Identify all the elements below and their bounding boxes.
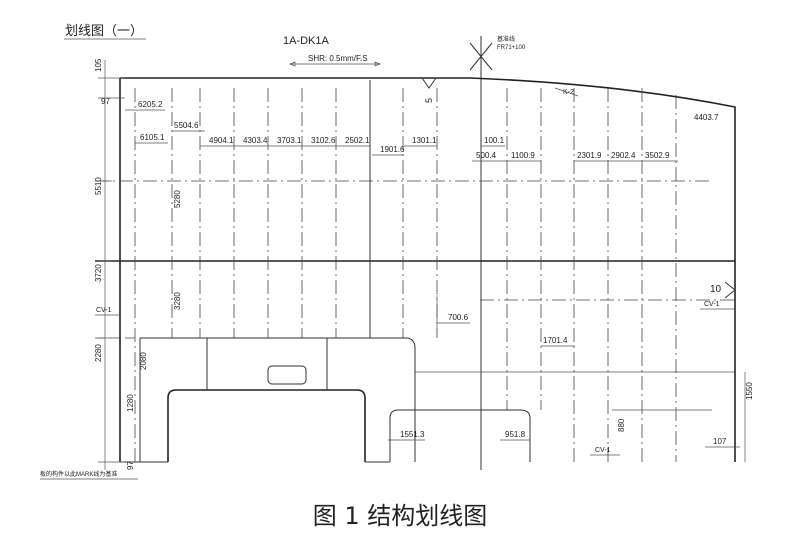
dim-700-6: 700.6 xyxy=(448,313,469,322)
inner-frame-outline xyxy=(139,337,416,462)
dim-2280: 2280 xyxy=(94,344,103,362)
dim-4403-7: 4403.7 xyxy=(694,113,719,122)
tag-cv1-bottom: CV-1 xyxy=(595,447,611,454)
dim-1550: 1550 xyxy=(745,382,754,400)
dim-6105-1: 6105.1 xyxy=(140,133,165,142)
dim-100-1: 100.1 xyxy=(484,136,505,145)
small-opening xyxy=(267,365,307,385)
dim-3720: 3720 xyxy=(94,264,103,282)
dim-5510: 5510 xyxy=(94,177,103,195)
sheet-title: 划线图（一） xyxy=(65,23,143,38)
dim-4303-4: 4303.4 xyxy=(243,136,268,145)
dim-1301-1: 1301.1 xyxy=(412,136,437,145)
tag-cv1-left: CV-1 xyxy=(96,307,112,314)
base-line-note-1: 基准线 xyxy=(497,35,515,43)
dim-3502-9: 3502.9 xyxy=(645,151,670,160)
shrinkage-arrowheads xyxy=(289,61,381,67)
bottom-note: 板的构件以此MARK线为基准 xyxy=(40,470,117,478)
dim-4904-1: 4904.1 xyxy=(209,136,234,145)
dim-97-bottom: 97 xyxy=(126,461,135,470)
dim-97-top: 97 xyxy=(101,97,110,106)
base-line-cross-b xyxy=(469,42,493,71)
dim-1701-4: 1701.4 xyxy=(543,336,568,345)
tag-k2-leader xyxy=(554,87,579,97)
section-mark-10-arrow xyxy=(724,281,736,299)
dim-3703-1: 3703.1 xyxy=(277,136,302,145)
dim-105: 105 xyxy=(94,58,103,72)
dim-2080: 2080 xyxy=(139,352,148,370)
shrinkage-note: SHR: 0.5mm/F.S xyxy=(308,54,368,63)
dim-5504-6: 5504.6 xyxy=(174,121,199,130)
figure-caption: 图 1 结构划线图 xyxy=(313,502,488,530)
dim-6205-2: 6205.2 xyxy=(138,100,163,109)
dim-1901-6: 1901.6 xyxy=(380,145,405,154)
base-line-note-2: FR71+100 xyxy=(497,45,526,51)
dim-1551-3: 1551.3 xyxy=(400,430,425,439)
dim-2301-9: 2301.9 xyxy=(577,151,602,160)
dim-107: 107 xyxy=(713,437,727,446)
lower-opening-outline xyxy=(389,409,531,462)
dim-951-8: 951.8 xyxy=(505,430,526,439)
top-contour xyxy=(120,77,736,462)
dim-500-4: 500.4 xyxy=(476,151,497,160)
block-label: 1A-DK1A xyxy=(283,35,330,47)
tag-cv1-right: CV-1 xyxy=(704,301,720,308)
dim-5280: 5280 xyxy=(173,190,182,208)
dim-2502-1: 2502.1 xyxy=(345,136,370,145)
dim-3102-6: 3102.6 xyxy=(311,136,336,145)
dim-880: 880 xyxy=(617,418,626,432)
dim-1280: 1280 xyxy=(126,394,135,412)
door-opening-outline xyxy=(167,389,366,462)
dim-1100-9: 1100.9 xyxy=(511,151,535,160)
section-mark-5-arrow xyxy=(421,77,437,89)
section-mark-5: 5 xyxy=(424,98,434,103)
dim-3280: 3280 xyxy=(173,292,182,310)
frame-lines xyxy=(134,80,677,462)
dim-2902-4: 2902.4 xyxy=(611,151,636,160)
section-mark-10: 10 xyxy=(710,284,722,295)
